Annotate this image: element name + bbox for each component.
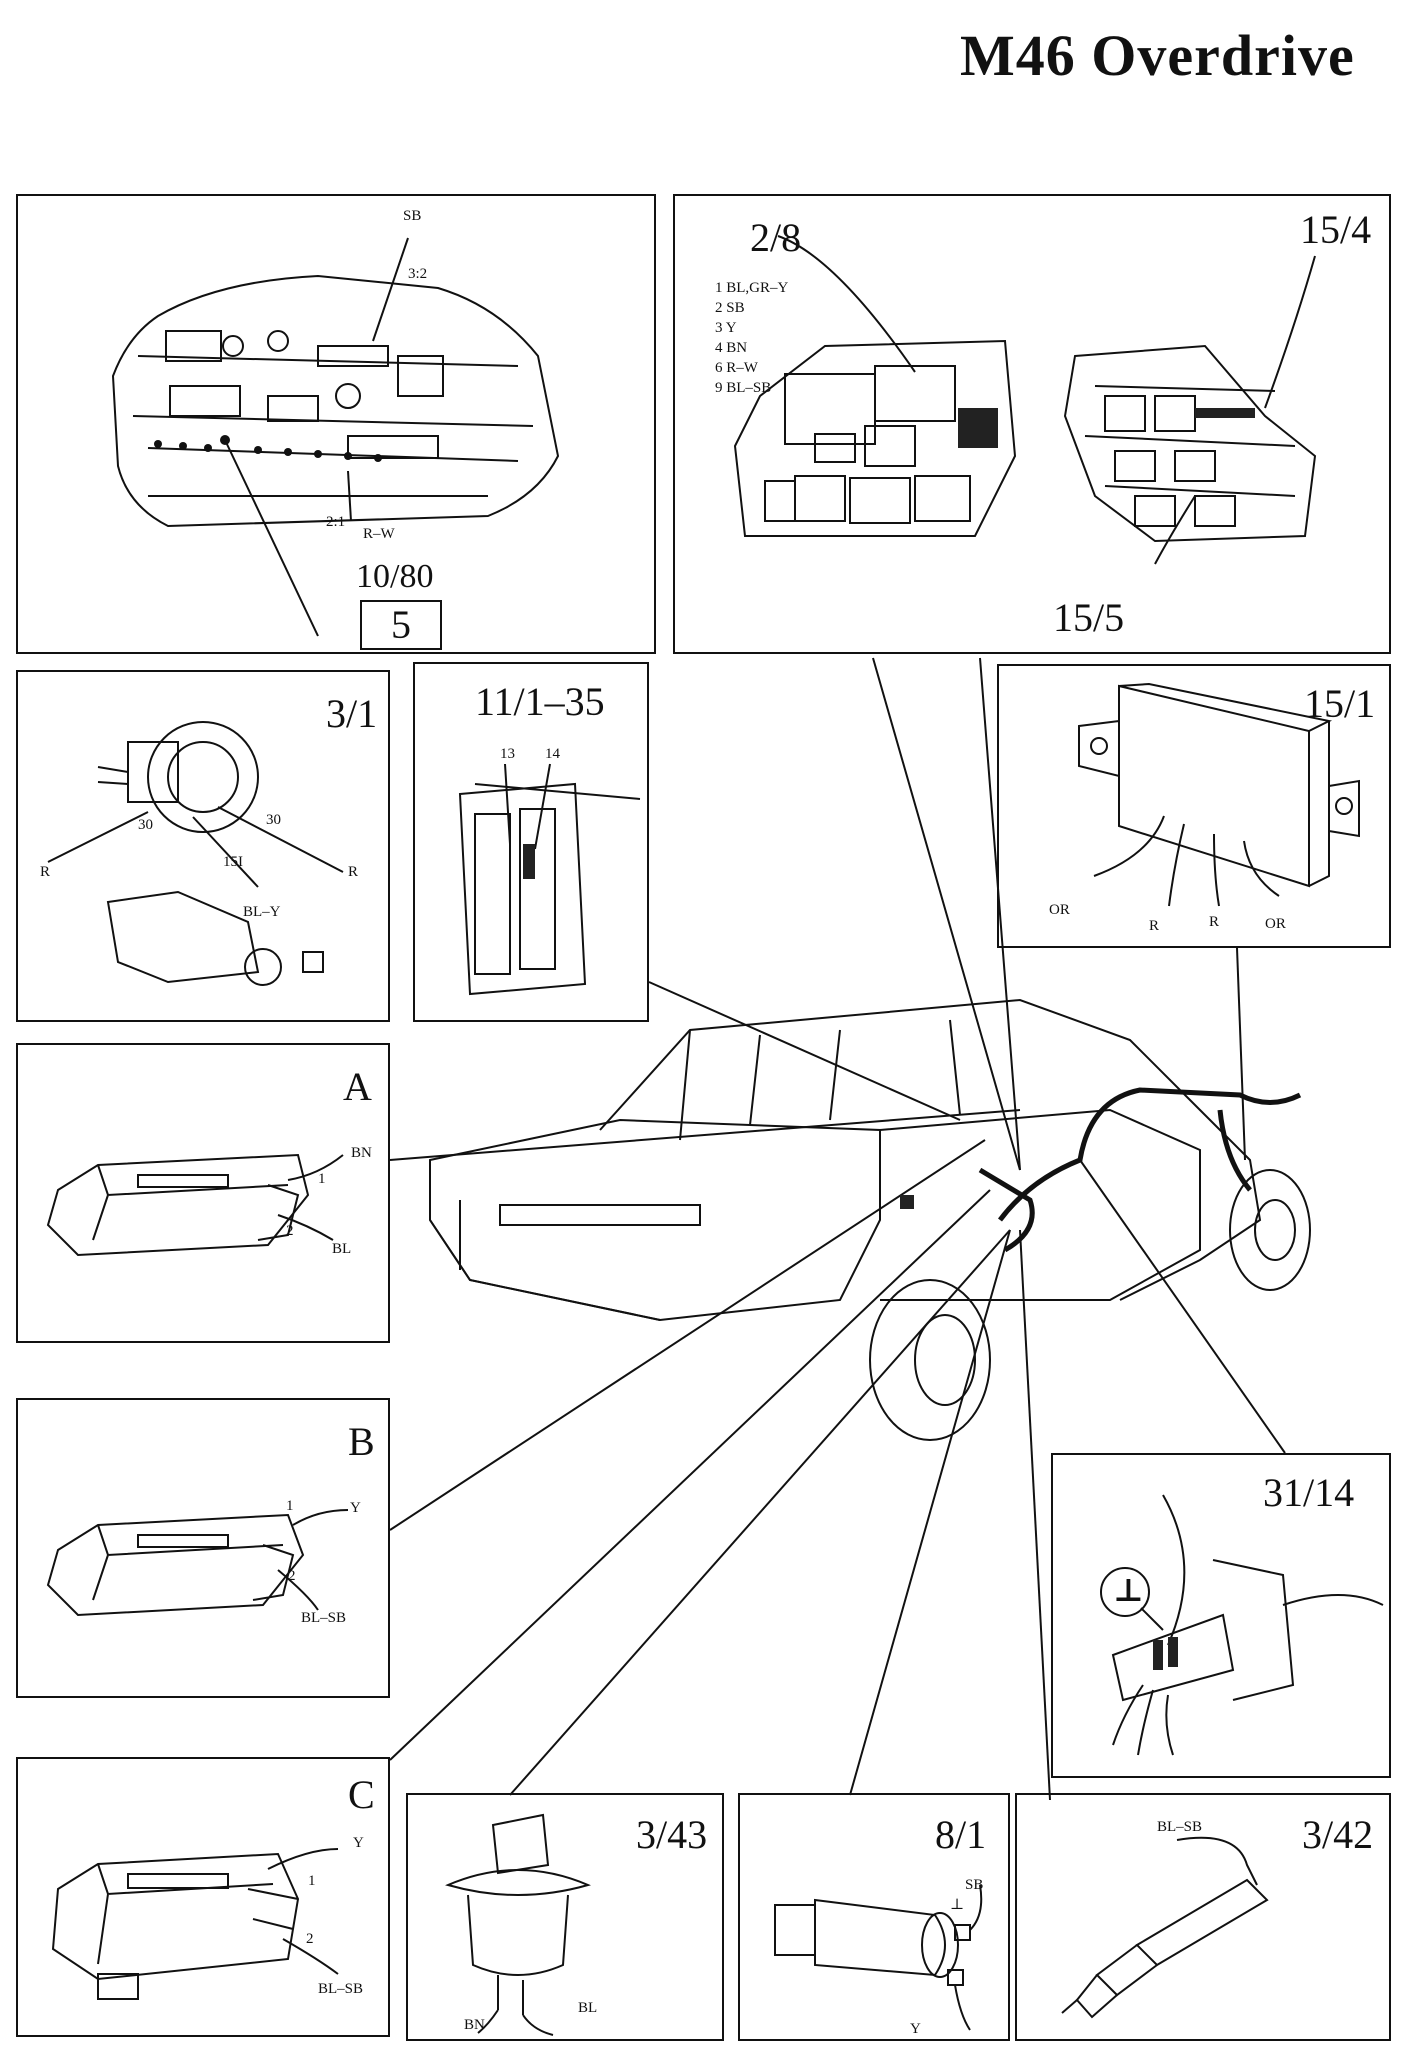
panel-connector-a: A BN 1 2 BL bbox=[16, 1043, 390, 1343]
page-title: M46 Overdrive bbox=[960, 23, 1355, 88]
label-15i: 15I bbox=[223, 854, 243, 870]
legend-item: 4 BN bbox=[715, 340, 748, 356]
panel-id-3-43: 3/43 bbox=[636, 1812, 708, 1857]
connector-b-drawing bbox=[46, 1509, 349, 1617]
panel-id-10-80: 10/80 bbox=[356, 558, 434, 595]
panel-connector-c: C Y 1 2 BL–SB bbox=[16, 1757, 390, 2037]
legend-item: 1 BL,GR–Y bbox=[715, 280, 789, 296]
panel-id-2-8: 2/8 bbox=[750, 215, 802, 260]
relay-fusebox-drawing bbox=[733, 235, 1317, 565]
ground-symbol: ⊥ bbox=[950, 1897, 965, 1913]
label-30: 30 bbox=[138, 817, 153, 833]
ground-point-drawing bbox=[1100, 1494, 1384, 1756]
label-1: 1 bbox=[286, 1498, 294, 1514]
label-y: Y bbox=[353, 1835, 364, 1851]
panel-ground-point: 31/14 ⊥ bbox=[1051, 1453, 1391, 1778]
central-electronics-drawing bbox=[458, 763, 641, 996]
legend-item: 3 Y bbox=[715, 320, 737, 336]
panel-control-unit: 15/1 OR R R OR bbox=[997, 664, 1391, 948]
label-bl-y: BL–Y bbox=[243, 904, 281, 920]
label-2: 2 bbox=[306, 1931, 314, 1947]
panel-id-3-1: 3/1 bbox=[326, 691, 378, 736]
label-or: OR bbox=[1265, 916, 1286, 932]
switch-3-42-drawing bbox=[1061, 1836, 1269, 2019]
panel-id-31-14: 31/14 bbox=[1263, 1470, 1355, 1515]
panel-switch-3-42: 3/42 BL–SB bbox=[1015, 1793, 1391, 2041]
panel-switch-3-43: 3/43 BN BL bbox=[406, 1793, 724, 2041]
panel-id-15-4: 15/4 bbox=[1300, 207, 1372, 252]
label-2: 2 bbox=[288, 1568, 296, 1584]
label-bl-sb: BL–SB bbox=[1157, 1819, 1203, 1835]
panel-solenoid-8-1: 8/1 SB ⊥ Y bbox=[738, 1793, 1010, 2041]
connector-c-drawing bbox=[51, 1848, 339, 2000]
label-r-w: R–W bbox=[363, 526, 395, 542]
label-sb: SB bbox=[403, 208, 422, 224]
instrument-cluster-drawing bbox=[111, 237, 560, 637]
solenoid-8-1-drawing bbox=[774, 1884, 983, 2031]
label-bn: BN bbox=[351, 1145, 372, 1161]
connector-a-drawing bbox=[46, 1153, 344, 1257]
label-bn: BN bbox=[464, 2017, 485, 2033]
label-r: R bbox=[1149, 918, 1160, 934]
box-number: 5 bbox=[360, 600, 442, 650]
label-14: 14 bbox=[545, 746, 560, 762]
label-r: R bbox=[40, 864, 51, 880]
panel-ignition-switch: 3/1 30 30 15I R R BL–Y bbox=[16, 670, 390, 1022]
control-unit-drawing bbox=[1078, 682, 1360, 907]
label-13: 13 bbox=[500, 746, 515, 762]
label-y: Y bbox=[350, 1500, 361, 1516]
label-sb: SB bbox=[965, 1877, 984, 1893]
label-y: Y bbox=[910, 2021, 921, 2037]
panel-id-11-1-35: 11/1–35 bbox=[475, 679, 605, 724]
panel-id-c: C bbox=[348, 1772, 375, 1817]
ground-symbol: ⊥ bbox=[1113, 1572, 1144, 1608]
panel-id-3-42: 3/42 bbox=[1302, 1812, 1374, 1857]
wire-legend: 1 BL,GR–Y 2 SB 3 Y 4 BN 6 R–W 9 BL–SB bbox=[715, 278, 788, 398]
label-1: 1 bbox=[318, 1171, 326, 1187]
panel-relay-fusebox: 2/8 1 BL,GR–Y 2 SB 3 Y 4 BN 6 R–W 9 BL–S… bbox=[673, 194, 1391, 654]
switch-3-43-drawing bbox=[445, 1813, 591, 2036]
panel-connector-b: B 1 Y 2 BL–SB bbox=[16, 1398, 390, 1698]
panel-id-15-1: 15/1 bbox=[1304, 681, 1376, 726]
label-bl-sb: BL–SB bbox=[301, 1610, 347, 1626]
label-3-2: 3:2 bbox=[408, 266, 428, 282]
label-r: R bbox=[1209, 914, 1220, 930]
panel-id-15-5: 15/5 bbox=[1053, 595, 1125, 640]
label-2-1: 2:1 bbox=[326, 514, 346, 530]
panel-id-8-1: 8/1 bbox=[935, 1812, 987, 1857]
legend-item: 9 BL–SB bbox=[715, 380, 772, 396]
panel-id-b: B bbox=[348, 1419, 375, 1464]
legend-item: 6 R–W bbox=[715, 360, 758, 376]
label-bl-sb: BL–SB bbox=[318, 1981, 364, 1997]
panel-central-electronics: 11/1–35 13 14 bbox=[413, 662, 649, 1022]
label-30: 30 bbox=[266, 812, 281, 828]
ignition-switch-drawing bbox=[47, 721, 344, 986]
label-bl: BL bbox=[578, 2000, 598, 2016]
label-bl: BL bbox=[332, 1241, 352, 1257]
legend-item: 2 SB bbox=[715, 300, 745, 316]
panel-id-a: A bbox=[343, 1064, 372, 1109]
label-2: 2 bbox=[286, 1223, 294, 1239]
panel-instrument-cluster: SB 3:2 2:1 R–W 10/80 5 bbox=[16, 194, 656, 654]
label-or: OR bbox=[1049, 902, 1070, 918]
label-r: R bbox=[348, 864, 359, 880]
label-1: 1 bbox=[308, 1873, 316, 1889]
